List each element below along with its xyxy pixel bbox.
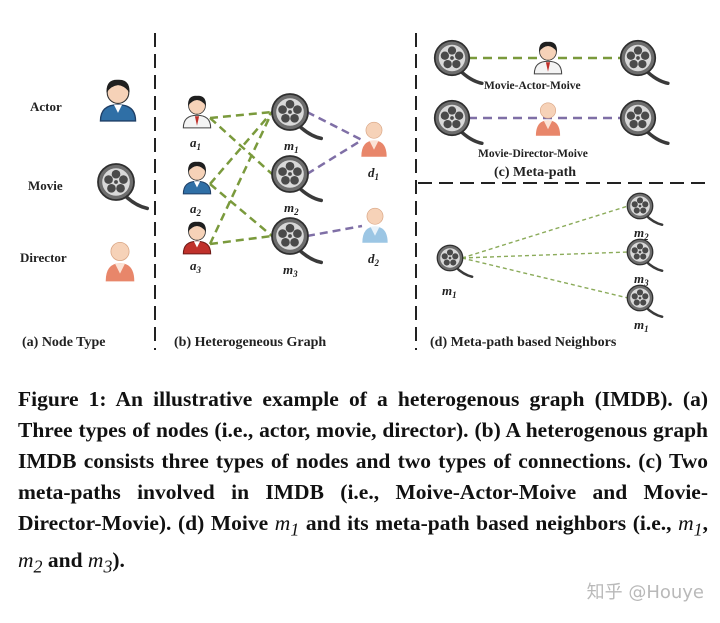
- svg-text:a2: a2: [190, 201, 202, 218]
- node-letter: m: [283, 262, 293, 277]
- director-icon: [105, 242, 135, 282]
- director-icon: [361, 121, 387, 158]
- node-subscript: 2: [374, 258, 380, 268]
- edge-a3-m3: [209, 234, 273, 246]
- panel-d-title: (d) Meta-path based Neighbors: [430, 335, 617, 350]
- neighbor-label: m3: [634, 271, 649, 288]
- neighbor-edge-1: [461, 251, 629, 259]
- meta-path-1-label: Movie-Actor-Moive: [484, 80, 581, 92]
- figure-1: Actor Movie Director (a) Node Type a1 a2…: [20, 33, 712, 350]
- panel-d: m1 m2 m3 m1 (d) Meta-path based Neighbor…: [430, 191, 664, 350]
- edge-m3-d2: [306, 224, 363, 238]
- edge-a2-m3: [209, 183, 273, 237]
- label-director: Director: [20, 250, 67, 265]
- movie-reel-icon: [619, 39, 670, 86]
- node-letter: d: [368, 165, 375, 180]
- actor-icon: [182, 161, 212, 195]
- neighbor-edges: [461, 205, 629, 299]
- svg-text:d1: d1: [368, 165, 379, 182]
- math-m1: m1: [274, 511, 300, 540]
- center-node-label: m1: [442, 283, 457, 300]
- neighbor-edge-2: [461, 257, 629, 299]
- node-m3: m3: [270, 216, 324, 279]
- movie-reel-icon: [625, 191, 664, 226]
- math-m1-neighbor: m1: [678, 511, 703, 540]
- panel-c: Movie-Actor-Moive Movie-Director-Moive (…: [433, 39, 670, 180]
- neighbor-label: m1: [634, 317, 649, 334]
- edge-m2-d1: [306, 138, 363, 176]
- math-m3-neighbor: m3: [87, 548, 113, 577]
- actor-icon: [99, 79, 137, 122]
- edge-a2-m1: [209, 111, 273, 185]
- node-a3: a3: [182, 221, 212, 275]
- panel-a-title: (a) Node Type: [22, 335, 105, 350]
- movie-reel-icon: [435, 243, 474, 278]
- actor-icon: [182, 221, 212, 255]
- edge-a3-m1: [208, 111, 274, 245]
- node-subscript: 1: [375, 172, 380, 182]
- panel-c-title: (c) Meta-path: [494, 165, 576, 180]
- panel-b-title: (b) Heterogeneous Graph: [174, 335, 326, 350]
- movie-reel-icon: [433, 39, 484, 86]
- node-d2: d2: [362, 207, 388, 268]
- node-letter: a: [190, 201, 197, 216]
- node-d1: d1: [361, 121, 387, 182]
- node-subscript: 1: [294, 145, 299, 155]
- node-subscript: 2: [293, 207, 299, 217]
- panel-b: a1 a2 a3 m1 m2 m3 d1 d2 (b) He: [174, 92, 388, 350]
- edge-a1-m1: [209, 110, 273, 120]
- node-letter: m: [284, 200, 294, 215]
- edge-a1-m2: [209, 117, 273, 175]
- node-m1: m1: [270, 92, 324, 155]
- node-letter: d: [368, 251, 375, 266]
- actor-icon: [182, 95, 212, 129]
- graph-edges: [208, 110, 363, 246]
- director-icon: [362, 207, 388, 244]
- movie-reel-icon: [625, 237, 664, 272]
- node-subscript: 3: [292, 269, 298, 279]
- meta-path-2-label: Movie-Director-Moive: [478, 148, 588, 160]
- actor-icon: [533, 41, 563, 75]
- movie-reel-icon: [270, 216, 324, 265]
- movie-reel-icon: [625, 283, 664, 318]
- svg-text:a1: a1: [190, 135, 201, 152]
- svg-text:m3: m3: [283, 262, 298, 279]
- node-m2: m2: [270, 154, 324, 217]
- movie-reel-icon: [619, 99, 670, 146]
- svg-text:a3: a3: [190, 258, 202, 275]
- node-a2: a2: [182, 161, 212, 218]
- label-movie: Movie: [28, 178, 63, 193]
- node-a1: a1: [182, 95, 212, 152]
- edge-m1-d1: [306, 110, 363, 142]
- node-letter: m: [284, 138, 294, 153]
- node-subscript: 2: [196, 208, 202, 218]
- watermark: 知乎 @Houye: [586, 582, 704, 603]
- panel-a: Actor Movie Director (a) Node Type: [20, 79, 149, 350]
- node-letter: a: [190, 135, 197, 150]
- movie-reel-icon: [96, 162, 149, 211]
- math-m2-neighbor: m2: [18, 548, 43, 577]
- node-subscript: 3: [196, 265, 202, 275]
- svg-text:m2: m2: [284, 200, 299, 217]
- svg-text:m1: m1: [284, 138, 299, 155]
- figure-caption: Figure 1: An illustrative example of a h…: [18, 387, 708, 577]
- director-icon: [535, 102, 561, 137]
- label-actor: Actor: [30, 99, 62, 114]
- node-subscript: 1: [197, 142, 202, 152]
- movie-reel-icon: [433, 99, 484, 146]
- svg-text:d2: d2: [368, 251, 380, 268]
- node-letter: a: [190, 258, 197, 273]
- movie-reel-icon: [270, 154, 324, 203]
- neighbor-edge-0: [461, 205, 629, 259]
- neighbor-label: m2: [634, 225, 649, 242]
